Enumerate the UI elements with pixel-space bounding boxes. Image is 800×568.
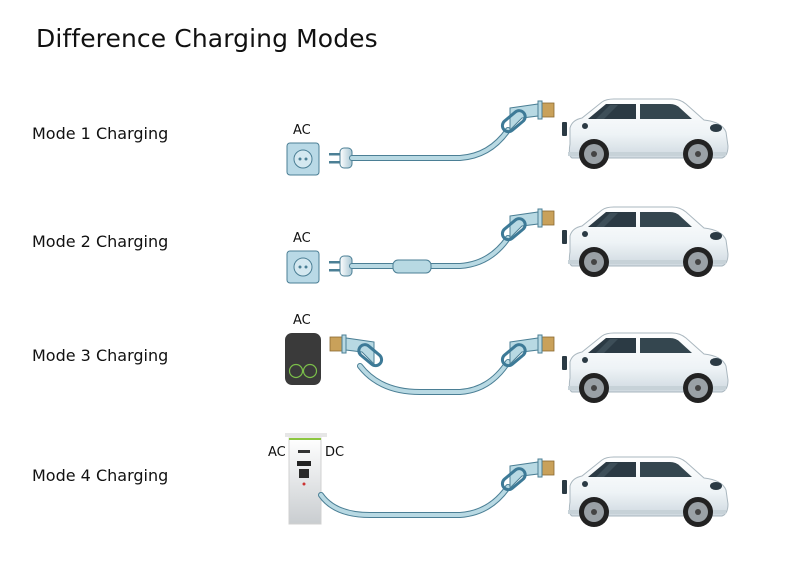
- car-icon: [561, 456, 729, 528]
- charging-cable: [350, 236, 510, 268]
- mode-4-diagram: [285, 433, 729, 528]
- in-cable-control-box-icon: [392, 259, 432, 274]
- mode-4-label: Mode 4 Charging: [32, 466, 169, 485]
- mode-1-ac-label: AC: [293, 123, 311, 138]
- mode-3-diagram: [285, 332, 729, 404]
- car-icon: [561, 332, 729, 404]
- mode-2-ac-label: AC: [293, 231, 311, 246]
- car-icon: [561, 206, 729, 278]
- plug-icon: [329, 147, 353, 169]
- mode-1-label: Mode 1 Charging: [32, 124, 169, 143]
- mode-3-label: Mode 3 Charging: [32, 346, 169, 365]
- charging-cable: [349, 127, 511, 161]
- mode-1-diagram: [286, 98, 729, 176]
- car-icon: [561, 98, 729, 170]
- vehicle-connector-icon: [328, 333, 386, 370]
- mode-4-ac-label: AC: [268, 445, 286, 460]
- wall-socket-icon: [286, 250, 320, 284]
- plug-icon: [329, 255, 353, 277]
- charging-cable: [358, 360, 510, 394]
- mode-4-dc-label: DC: [325, 445, 345, 460]
- mode-2-diagram: [286, 206, 729, 284]
- wallbox-charger-icon: [285, 333, 321, 385]
- diagram-title: Difference Charging Modes: [36, 24, 378, 53]
- mode-3-ac-label: AC: [293, 313, 311, 328]
- wall-socket-icon: [286, 142, 320, 176]
- charging-cable: [319, 485, 510, 517]
- mode-2-label: Mode 2 Charging: [32, 232, 169, 251]
- dc-fast-charger-icon: [285, 433, 327, 525]
